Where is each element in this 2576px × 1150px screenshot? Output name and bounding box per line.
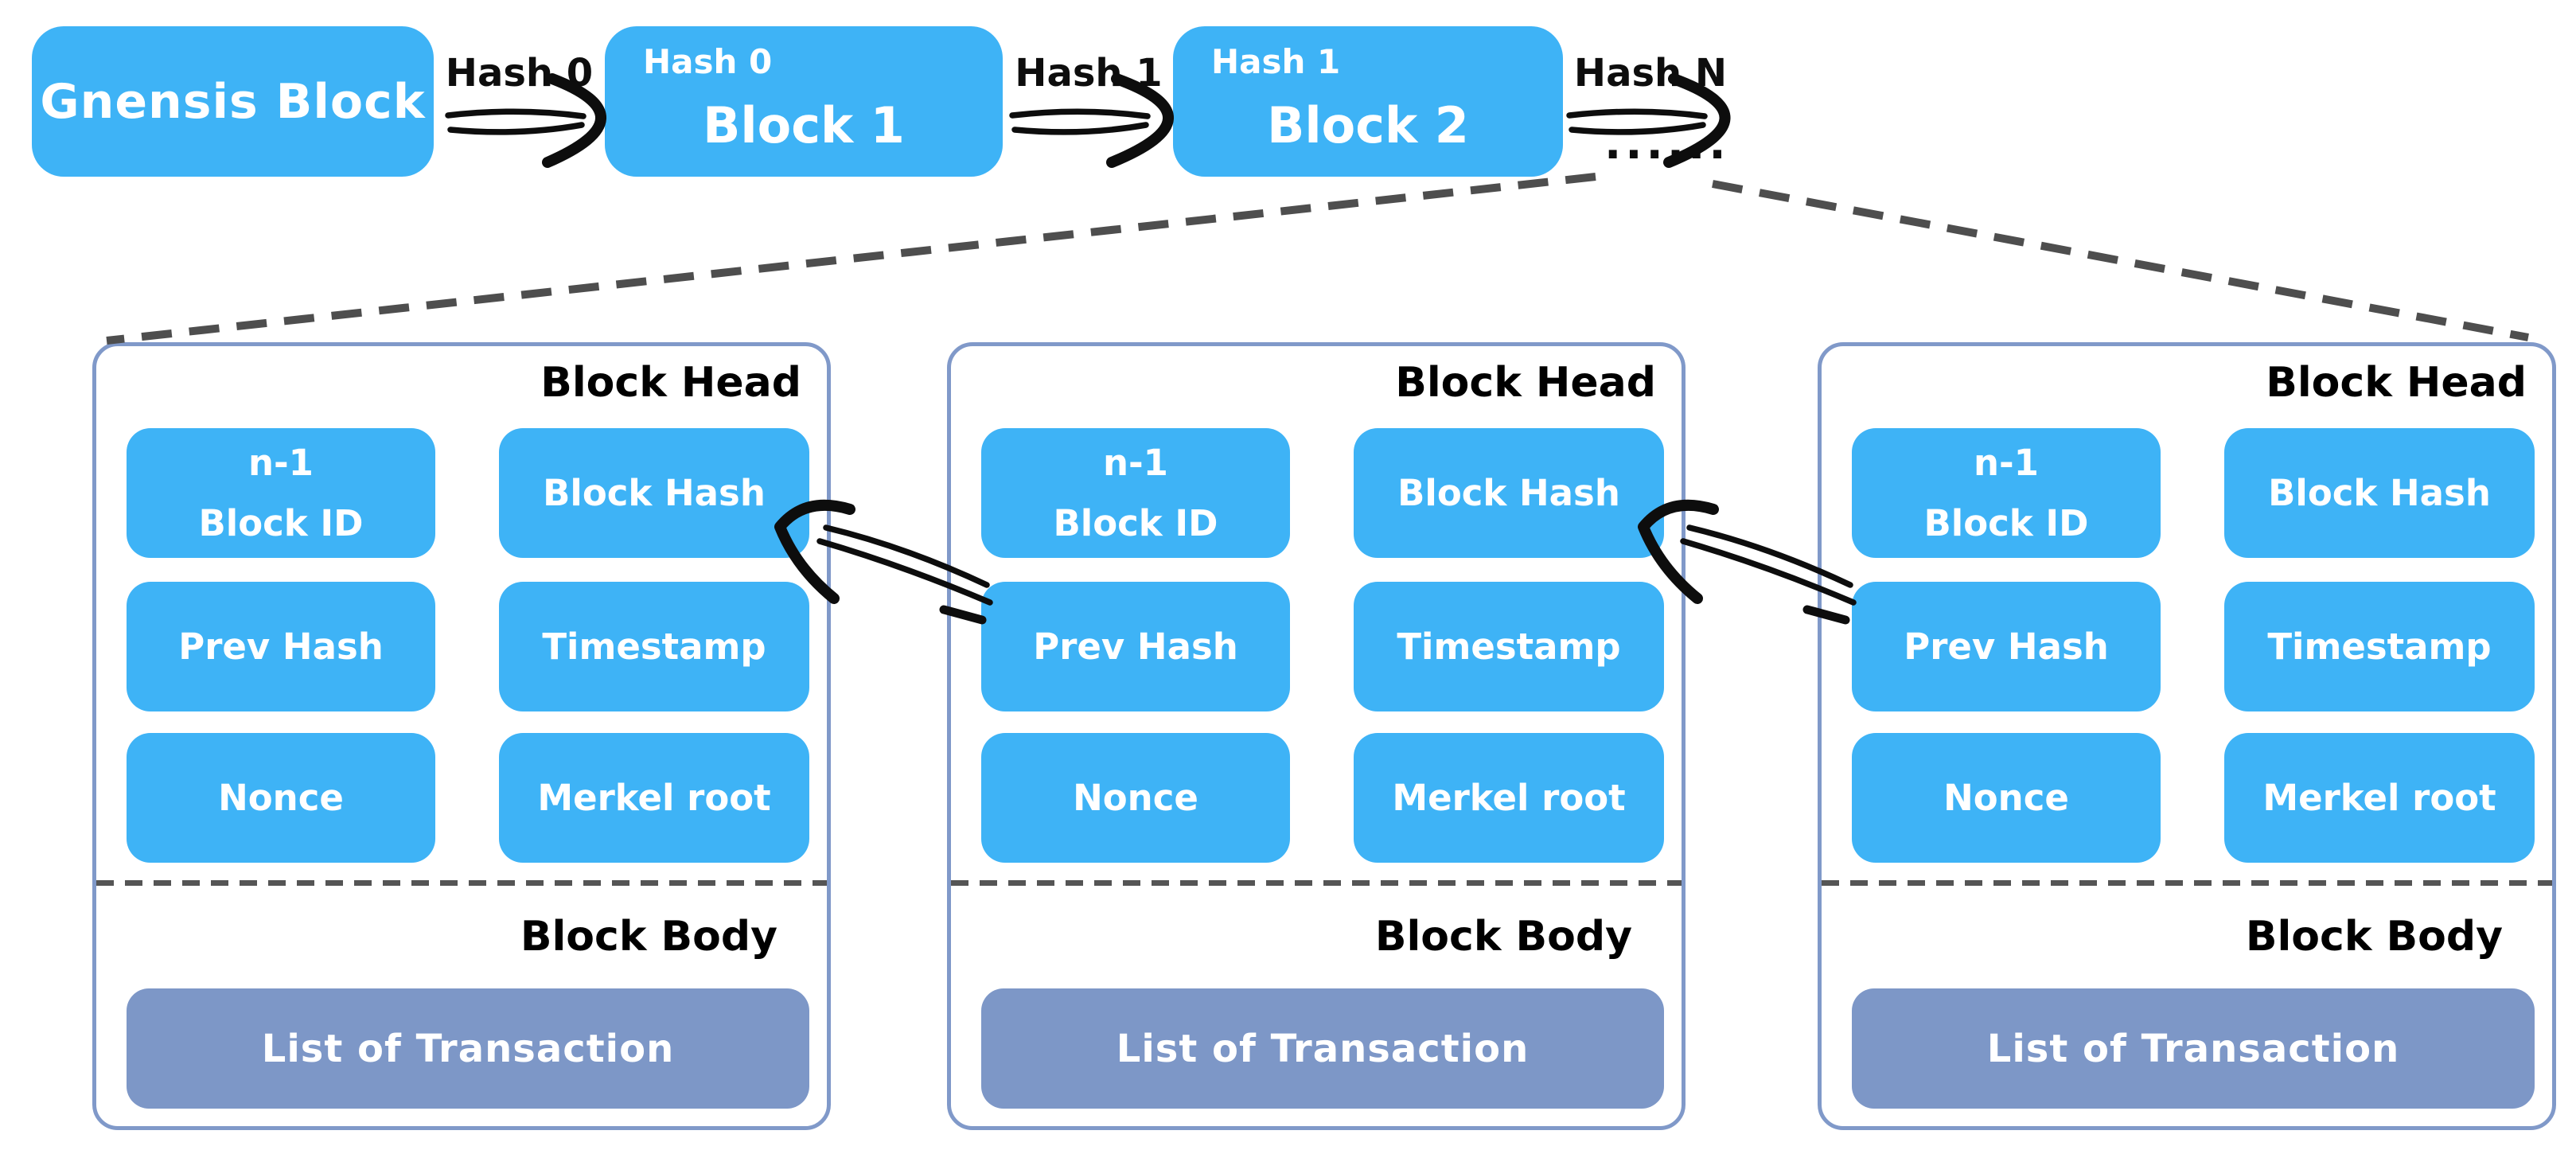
head-body-divider bbox=[96, 880, 827, 886]
block-2: Hash 1 Block 2 bbox=[1173, 26, 1563, 177]
head-body-divider bbox=[1822, 880, 2552, 886]
hash1-link-label: Hash 1 bbox=[1015, 51, 1163, 96]
block-1: Hash 0 Block 1 bbox=[605, 26, 1003, 177]
block-hash-chip: Block Hash bbox=[2224, 428, 2535, 558]
nonce-chip: Nonce bbox=[1852, 733, 2161, 863]
chain-continuation-dots: ...... bbox=[1604, 118, 1730, 170]
head-body-divider bbox=[951, 880, 1682, 886]
prev-hash-chip: Prev Hash bbox=[127, 582, 435, 711]
block-hash-chip: Block Hash bbox=[499, 428, 809, 558]
merkel-root-chip: Merkel root bbox=[2224, 733, 2535, 863]
prev-hash-chip: Prev Hash bbox=[1852, 582, 2161, 711]
block-body-label: Block Body bbox=[1374, 913, 1632, 961]
genesis-block-label: Gnensis Block bbox=[40, 73, 426, 130]
block-2-hash-tag: Hash 1 bbox=[1211, 42, 1341, 81]
block-2-label: Block 2 bbox=[1267, 96, 1469, 154]
list-of-transaction-chip: List of Transaction bbox=[981, 988, 1664, 1109]
block-1-hash-tag: Hash 0 bbox=[643, 42, 773, 81]
block-body-label: Block Body bbox=[2245, 913, 2503, 961]
timestamp-chip: Timestamp bbox=[499, 582, 809, 711]
block-hash-chip: Block Hash bbox=[1354, 428, 1664, 558]
block-1-label: Block 1 bbox=[703, 96, 905, 154]
dashed-connector-right-line bbox=[1712, 180, 2529, 341]
block-head-label: Block Head bbox=[2266, 359, 2527, 407]
block-head-label: Block Head bbox=[1395, 359, 1656, 407]
genesis-block: Gnensis Block bbox=[32, 26, 434, 177]
hashN-link-label: Hash N bbox=[1573, 51, 1728, 96]
list-of-transaction-chip: List of Transaction bbox=[1852, 988, 2535, 1109]
block-body-label: Block Body bbox=[520, 913, 777, 961]
block-head-label: Block Head bbox=[540, 359, 801, 407]
merkel-root-chip: Merkel root bbox=[1354, 733, 1664, 863]
timestamp-chip: Timestamp bbox=[2224, 582, 2535, 711]
nonce-chip: Nonce bbox=[981, 733, 1290, 863]
list-of-transaction-chip: List of Transaction bbox=[127, 988, 809, 1109]
merkel-root-chip: Merkel root bbox=[499, 733, 809, 863]
timestamp-chip: Timestamp bbox=[1354, 582, 1664, 711]
hash0-link-label: Hash 0 bbox=[445, 51, 594, 96]
nonce-chip: Nonce bbox=[127, 733, 435, 863]
prev-hash-chip: Prev Hash bbox=[981, 582, 1290, 711]
dashed-connector-left-line bbox=[106, 173, 1596, 345]
